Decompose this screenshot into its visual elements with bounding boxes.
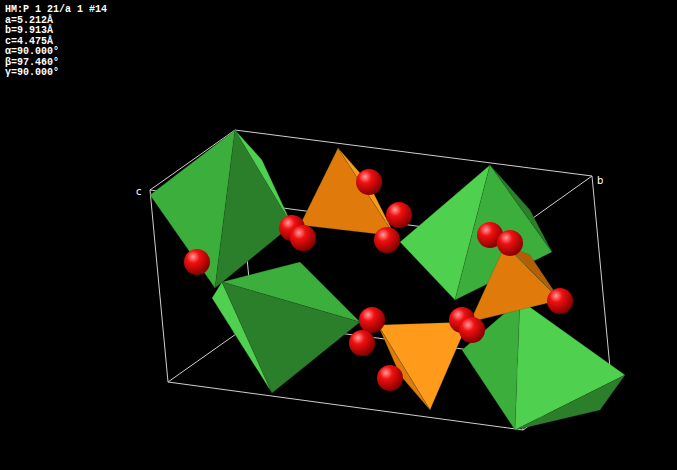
oxygen-atoms — [184, 169, 573, 391]
cell-edge — [592, 176, 610, 368]
cell-edge — [235, 130, 592, 176]
axis-label: c — [136, 187, 142, 197]
atom-sphere — [374, 227, 400, 253]
polyhedron-face — [470, 245, 560, 322]
space-group: HM:P 1 21/a 1 #14 — [5, 5, 107, 15]
polyhedra — [150, 130, 625, 430]
cell-parameter: α=90.000° — [5, 47, 59, 57]
cell-edge — [168, 382, 523, 430]
atom-sphere — [359, 307, 385, 333]
atom-sphere — [377, 365, 403, 391]
atom-sphere — [349, 330, 375, 356]
polyhedron-face — [378, 325, 430, 410]
atom-sphere — [459, 317, 485, 343]
atom-sphere — [290, 225, 316, 251]
atom-sphere — [184, 249, 210, 275]
axis-label: b — [597, 176, 603, 186]
atom-sphere — [497, 230, 523, 256]
polyhedron-face — [378, 322, 468, 410]
cell-edge — [150, 190, 168, 382]
cell-parameter: c=4.475Å — [5, 37, 53, 47]
polyhedron-face — [515, 300, 625, 430]
polyhedron-face — [235, 130, 292, 225]
cell-parameter: γ=90.000° — [5, 68, 59, 78]
polyhedron-face — [222, 282, 360, 393]
cell-parameter: β=97.460° — [5, 58, 59, 68]
polyhedron-face — [300, 148, 395, 236]
cell-parameter: b=9.913Å — [5, 26, 53, 36]
atom-sphere — [356, 169, 382, 195]
atom-sphere — [547, 288, 573, 314]
atom-sphere — [386, 202, 412, 228]
polyhedron-face — [338, 148, 395, 236]
cell-parameter: a=5.212Å — [5, 16, 53, 26]
polyhedron-face — [515, 375, 625, 430]
polyhedron-face — [215, 130, 292, 288]
